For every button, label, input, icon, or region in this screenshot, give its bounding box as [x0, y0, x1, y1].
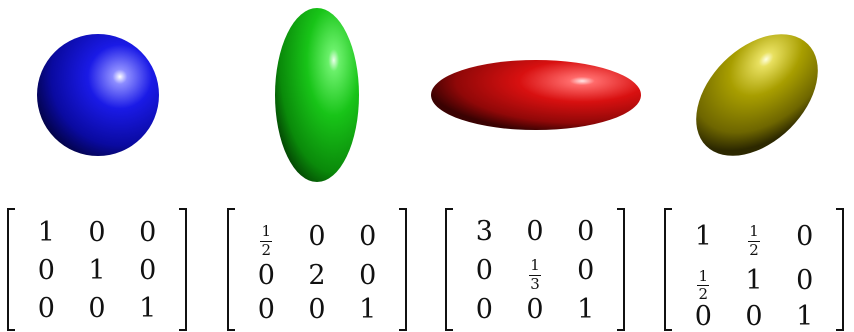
fraction-numerator: 1	[698, 266, 709, 285]
shapes-canvas	[37, 8, 818, 182]
matrix-cell: 1	[139, 292, 157, 324]
matrix-cell: 0	[359, 220, 377, 252]
matrix-cells: 1 0 0 0 1 0 0 0 1	[21, 214, 173, 327]
matrix-cell: 1	[37, 217, 55, 249]
fraction-bar	[747, 240, 760, 242]
matrix-cell: 0	[796, 220, 814, 252]
fraction-numerator: 1	[530, 256, 540, 275]
matrix-cell: 1	[745, 265, 763, 297]
right-bracket	[399, 208, 407, 331]
matrix-cell: 0	[475, 294, 493, 326]
left-bracket	[445, 208, 453, 331]
matrix-cell: 1	[694, 220, 712, 252]
matrix-cell: 0	[745, 301, 763, 332]
fraction-denominator: 2	[261, 240, 272, 259]
matrix-cell: 1	[359, 294, 377, 326]
matrix-cell: 0	[308, 294, 326, 326]
matrix-cell: 0	[257, 294, 275, 326]
matrix-cell: 1	[796, 301, 814, 332]
fraction-denominator: 3	[530, 275, 540, 293]
matrix-cell: 0	[308, 220, 326, 252]
identity-matrix: 1 0 0 0 1 0 0 0 1	[7, 208, 187, 331]
matrix-cell: 2	[308, 260, 326, 292]
matrix-cell: 0	[526, 294, 544, 326]
fraction-denominator: 2	[698, 285, 709, 304]
right-bracket	[617, 208, 625, 331]
matrix-cell: 1	[577, 294, 595, 326]
left-bracket	[664, 208, 672, 331]
matrix-cell: 0	[577, 255, 595, 286]
matrix-cell: 0	[257, 260, 275, 292]
matrix-cell: 3	[475, 215, 493, 247]
matrix-cell: 0	[796, 265, 814, 297]
matrix-cell: 0	[88, 217, 106, 249]
matrix-cell: 0	[475, 255, 493, 286]
matrix-cell: 1	[88, 254, 106, 286]
left-bracket	[7, 208, 15, 331]
fraction-numerator: 1	[749, 222, 759, 240]
fraction-denominator: 2	[749, 240, 759, 259]
matrix-cell: 0	[577, 215, 595, 247]
fraction-bar	[528, 275, 541, 276]
green-ellipsoid	[275, 8, 359, 182]
matrix-cell: 0	[359, 260, 377, 292]
fraction-numerator: 1	[261, 222, 272, 240]
red-ellipsoid	[431, 60, 641, 130]
matrix-cell: 0	[37, 254, 55, 286]
left-bracket	[227, 208, 235, 331]
yellow-ellipsoid	[696, 34, 818, 156]
matrix-cell: 0	[37, 292, 55, 324]
fraction-bar	[260, 240, 273, 242]
right-bracket	[836, 208, 844, 331]
matrix-cell: 0	[526, 215, 544, 247]
fraction-bar	[697, 285, 710, 287]
matrix-cell: 0	[694, 301, 712, 332]
right-bracket	[179, 208, 187, 331]
blue-sphere	[37, 34, 159, 156]
matrix-cell: 0	[88, 292, 106, 324]
matrix-cell: 0	[139, 254, 157, 286]
matrix-cell: 0	[139, 217, 157, 249]
